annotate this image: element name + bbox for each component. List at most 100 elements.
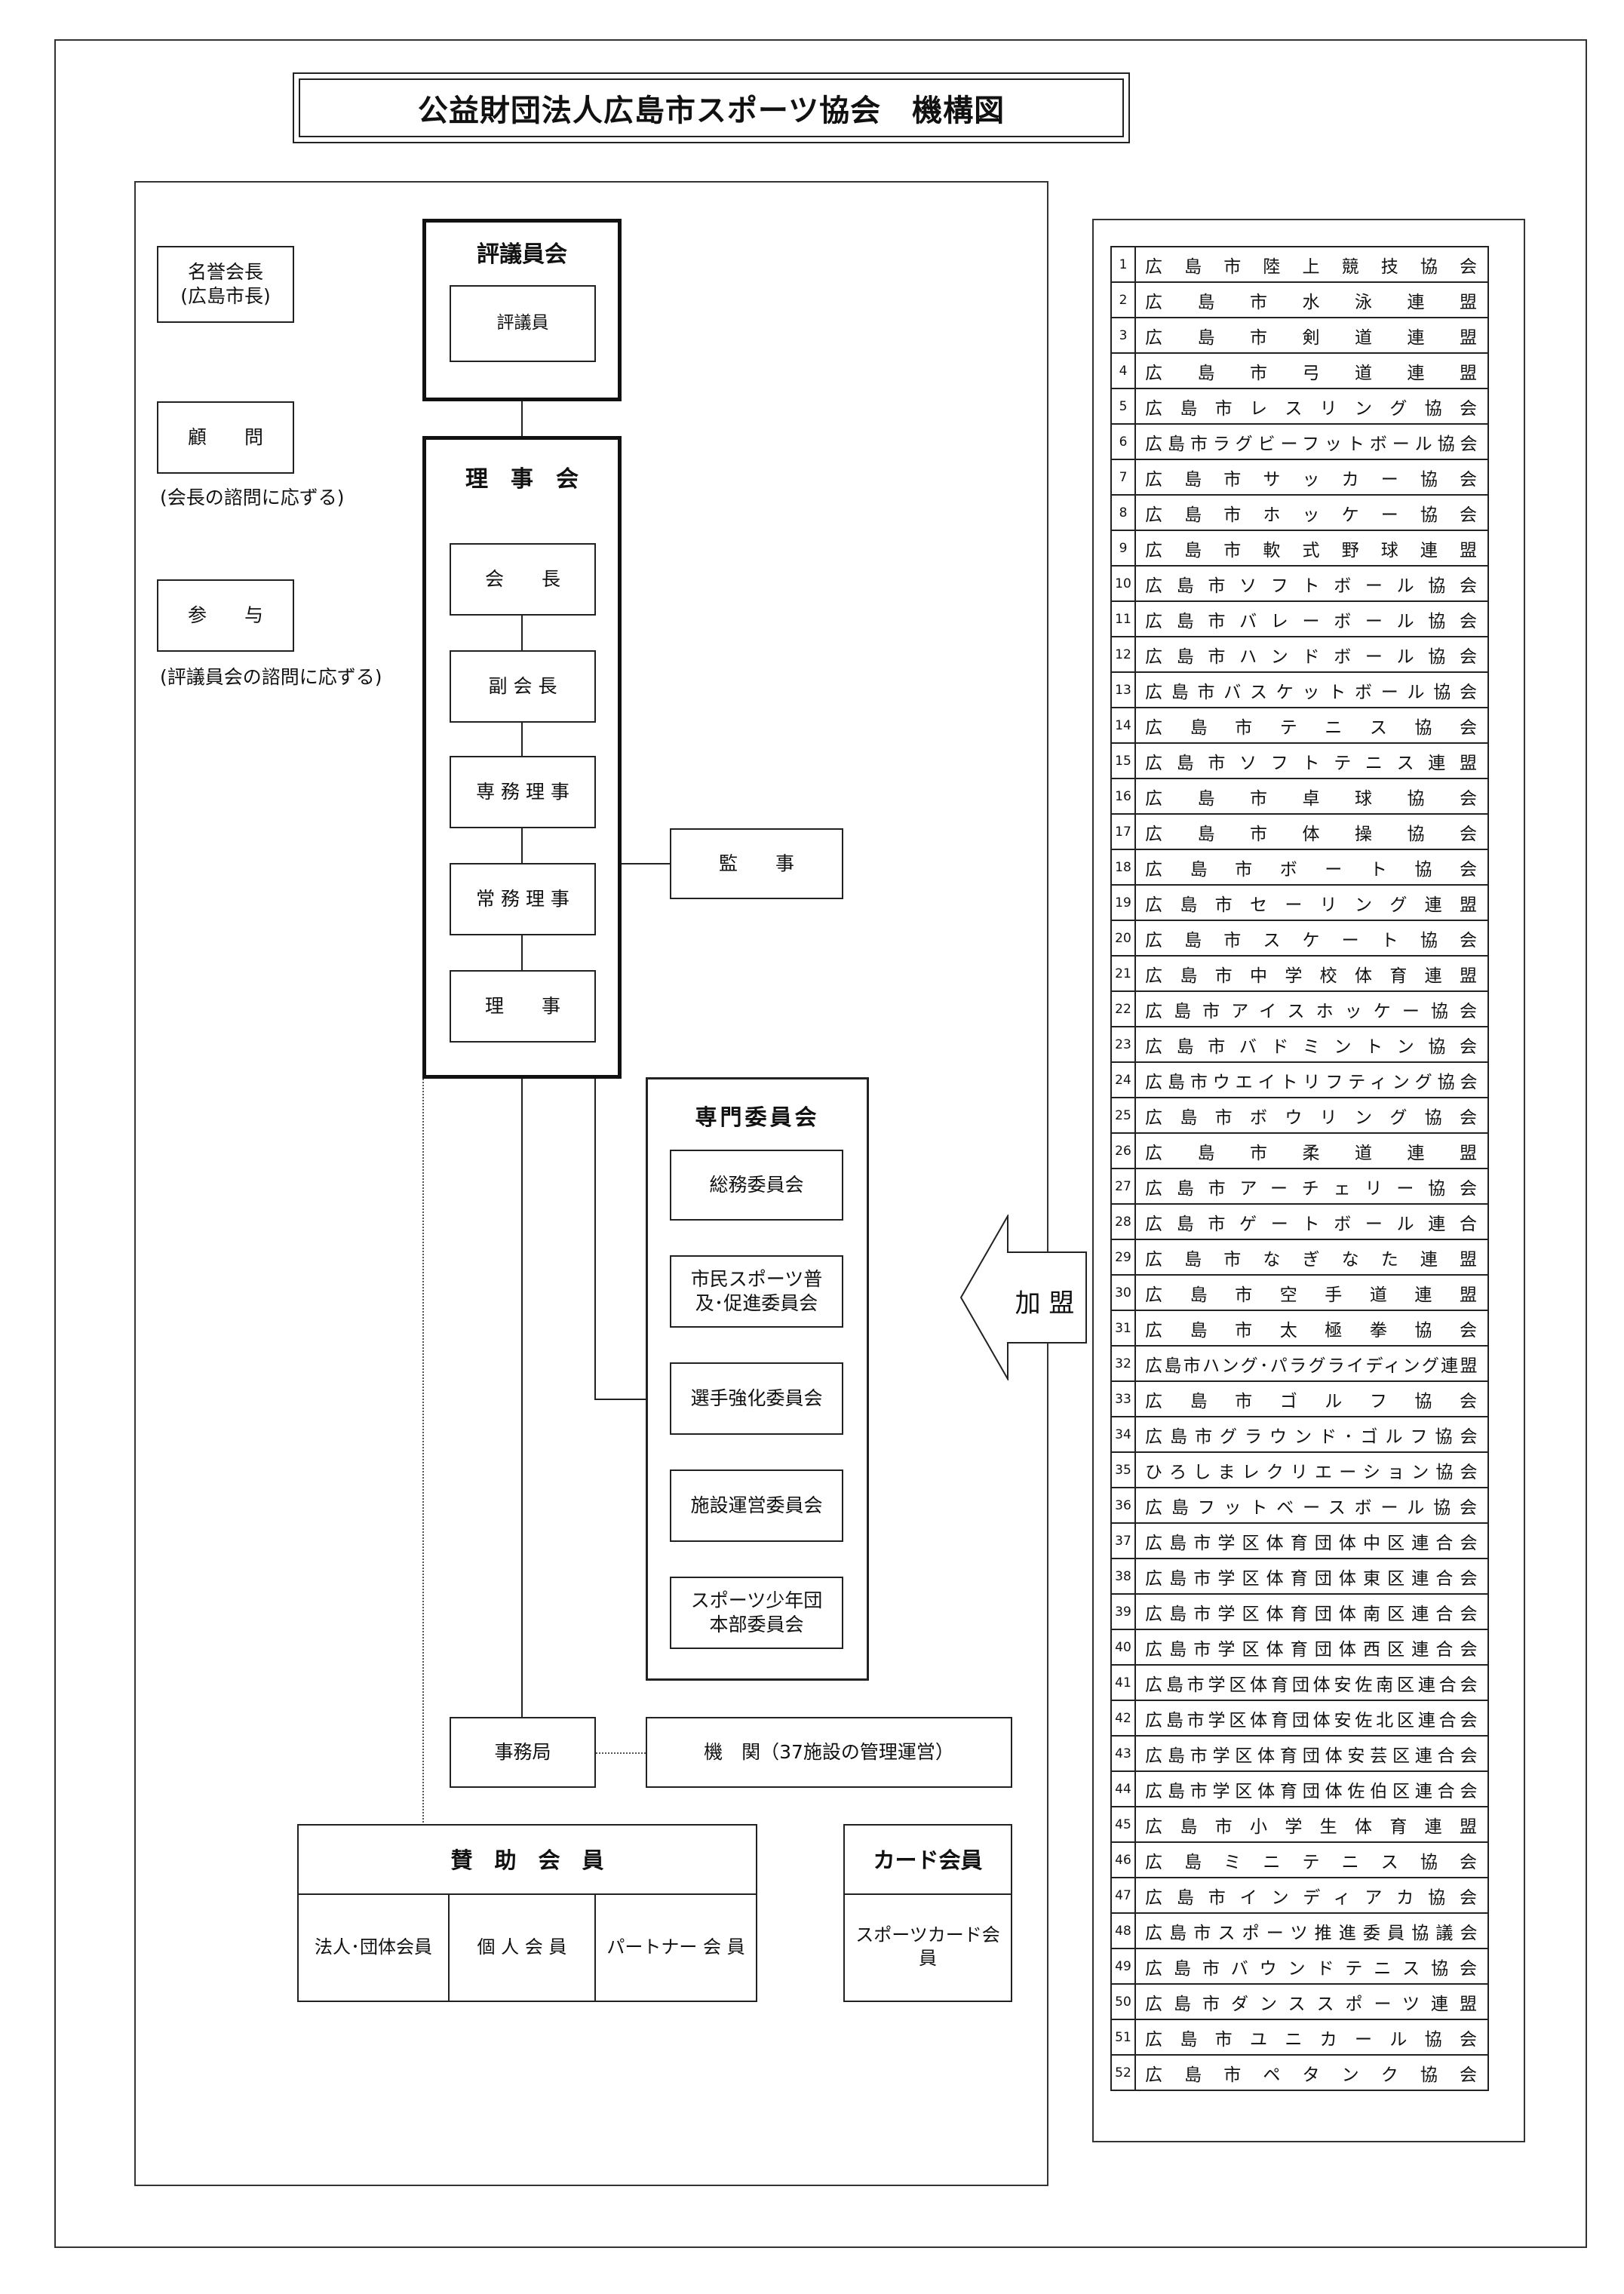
secretariat-box: 事務局 [450,1717,596,1788]
member-association-number: 11 [1110,600,1136,637]
committees-title: 専門委員会 [695,1104,820,1130]
member-association-number: 16 [1110,778,1136,815]
member-association-number: 21 [1110,955,1136,992]
board-box [422,436,622,1079]
member-association-name: 広島市ホッケー協会 [1134,494,1489,531]
member-association-name: 広島市スポーツ推進委員協議会 [1134,1912,1489,1949]
member-association-number: 40 [1110,1629,1136,1666]
council-title: 評議員会 [477,241,567,268]
member-association-number: 22 [1110,990,1136,1027]
member-association-name: 広島市太極拳協会 [1134,1310,1489,1347]
member-association-number: 15 [1110,742,1136,779]
member-association-name: 広島市中学校体育連盟 [1134,955,1489,992]
committee-general-affairs: 総務委員会 [670,1150,843,1221]
board-role-director: 理 事 [450,970,596,1043]
member-association-name: 広島市バドミントン協会 [1134,1026,1489,1063]
committee-facility-management: 施設運営委員会 [670,1469,843,1542]
member-association-number: 19 [1110,884,1136,921]
board-role-senior-director: 専 務 理 事 [450,756,596,828]
committee-sports-youth: スポーツ少年団 本部委員会 [670,1577,843,1649]
member-association-number: 39 [1110,1593,1136,1630]
board-role-president: 会 長 [450,543,596,616]
supporting-member-individual: 個 人 会 員 [448,1893,596,2002]
member-association-number: 23 [1110,1026,1136,1063]
member-association-name: 広島市ラグビーフットボール協会 [1134,423,1489,460]
member-association-number: 30 [1110,1274,1136,1311]
member-association-number: 4 [1110,352,1136,389]
member-association-name: 広島市学区体育団体中区連合会 [1134,1522,1489,1559]
member-association-name: 広島市学区体育団体安芸区連合会 [1134,1735,1489,1772]
member-association-number: 26 [1110,1132,1136,1169]
member-association-name: 広島市バレーボール協会 [1134,600,1489,637]
board-role-vice-president: 副 会 長 [450,650,596,723]
page-frame [54,39,1587,2248]
facilities-box: 機 関（37施設の管理運営） [646,1717,1012,1788]
member-association-number: 14 [1110,707,1136,744]
member-association-name: 広島市ゲートボール連合 [1134,1203,1489,1240]
page-title: 公益財団法人広島市スポーツ協会 機構図 [299,78,1124,137]
member-association-name: 広島市ボウリング協会 [1134,1097,1489,1134]
counselor-box: 参 与 [157,579,294,652]
committee-citizen-sports: 市民スポーツ普 及･促進委員会 [670,1255,843,1328]
member-association-number: 5 [1110,388,1136,425]
member-association-number: 8 [1110,494,1136,531]
member-association-name: 広島市軟式野球連盟 [1134,530,1489,567]
member-association-name: 広島市ダンススポーツ連盟 [1134,1983,1489,2020]
committee-athlete-development: 選手強化委員会 [670,1362,843,1435]
member-association-name: 広島市バスケットボール協会 [1134,671,1489,708]
member-association-number: 52 [1110,2054,1136,2091]
member-association-number: 32 [1110,1345,1136,1382]
member-association-number: 45 [1110,1806,1136,1843]
member-association-number: 36 [1110,1487,1136,1524]
member-association-name: 広島市ユニカール協会 [1134,2019,1489,2056]
member-association-number: 17 [1110,813,1136,850]
member-association-name: 広島市学区体育団体東区連合会 [1134,1558,1489,1595]
member-association-name: 広島市柔道連盟 [1134,1132,1489,1169]
member-association-number: 6 [1110,423,1136,460]
member-association-name: 広島市学区体育団体安佐南区連合会 [1134,1664,1489,1701]
member-association-number: 25 [1110,1097,1136,1134]
member-association-name: 広島市インディアカ協会 [1134,1877,1489,1914]
member-association-number: 3 [1110,317,1136,354]
affiliation-label: 加 盟 [1015,1288,1075,1319]
affiliation-arrow [959,1215,1087,1380]
member-association-number: 42 [1110,1700,1136,1737]
member-association-name: 広島市学区体育団体南区連合会 [1134,1593,1489,1630]
member-association-number: 2 [1110,281,1136,318]
member-association-number: 31 [1110,1310,1136,1347]
member-association-name: 広島市陸上競技協会 [1134,246,1489,283]
member-association-name: 広島市アーチェリー協会 [1134,1168,1489,1205]
member-association-number: 48 [1110,1912,1136,1949]
member-association-name: 広島市空手道連盟 [1134,1274,1489,1311]
member-association-name: 広島市レスリング協会 [1134,388,1489,425]
